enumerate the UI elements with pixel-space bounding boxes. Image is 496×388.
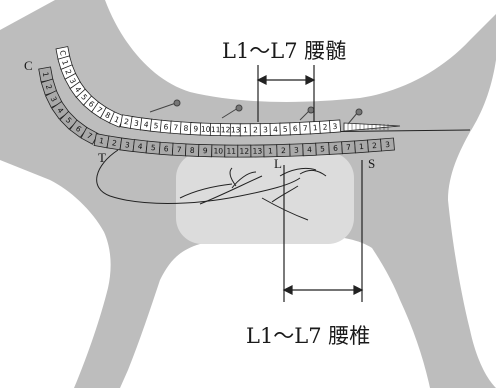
lumbar-label: L	[274, 156, 282, 171]
vertebra-T-4: 4	[133, 140, 147, 153]
cord-segment-T-13: 13	[230, 124, 241, 136]
vertebra-number: 7	[346, 143, 352, 152]
cord-segment-number: 11	[211, 125, 221, 134]
vertebra-T-10: 10	[212, 145, 225, 157]
vertebra-T-7: 7	[172, 143, 186, 156]
vertebra-S-2: 2	[368, 139, 382, 152]
cord-segment-L-3: 3	[260, 123, 271, 135]
vertebra-number: 5	[320, 144, 325, 153]
cord-segment-number: 3	[263, 125, 268, 134]
cord-segment-number: 13	[231, 125, 241, 134]
vertebra-L-5: 5	[316, 142, 330, 155]
cord-segment-T-12: 12	[220, 124, 231, 136]
vertebra-L-2: 2	[277, 144, 290, 156]
cord-segment-number: 4	[273, 125, 278, 134]
vertebra-number: 2	[281, 146, 286, 155]
cord-segment-T-7: 7	[170, 121, 181, 134]
vertebra-T-8: 8	[185, 144, 198, 157]
vertebra-L-7: 7	[342, 141, 356, 154]
vertebra-T-9: 9	[199, 144, 212, 156]
vertebra-number: 13	[253, 147, 263, 156]
vertebra-number: 9	[203, 146, 208, 155]
vertebra-L-3: 3	[290, 144, 303, 156]
vertebra-T-3: 3	[120, 138, 134, 152]
cord-segment-number: 9	[193, 124, 198, 133]
cord-segment-T-11: 11	[210, 123, 221, 135]
vertebra-T-1: 1	[94, 134, 109, 148]
organ-region	[176, 152, 354, 244]
cord-segment-number: 2	[253, 125, 258, 134]
vertebra-T-11: 11	[225, 145, 238, 157]
vertebra-number: 12	[240, 147, 250, 156]
cord-segment-number: 7	[303, 124, 308, 133]
thoracic-label: T	[98, 150, 106, 165]
vertebra-number: 10	[213, 146, 223, 155]
cord-segment-number: 5	[283, 125, 288, 134]
cord-segment-S-3: 3	[329, 120, 340, 133]
cord-segment-number: 12	[221, 125, 231, 134]
sacral-label: S	[368, 156, 375, 171]
vertebra-number: 1	[268, 146, 273, 155]
vertebra-range-label: L1～L7 腰椎	[246, 324, 370, 348]
vertebra-number: 2	[372, 141, 378, 150]
vertebra-number: 6	[333, 144, 339, 153]
cord-segment-L-5: 5	[280, 123, 291, 135]
vertebra-S-3: 3	[381, 138, 395, 151]
vertebra-S-1: 1	[355, 140, 369, 153]
cord-segment-number: 1	[243, 125, 248, 134]
cord-segment-L-1: 1	[240, 124, 251, 136]
cord-segment-S-1: 1	[310, 121, 321, 134]
vertebra-T-2: 2	[107, 136, 122, 150]
vertebra-number: 7	[177, 145, 183, 154]
cord-segment-L-4: 4	[270, 123, 281, 135]
cord-segment-L-2: 2	[250, 124, 261, 136]
cord-segment-number: 1	[313, 123, 319, 132]
vertebra-L-4: 4	[303, 143, 317, 156]
cord-segment-L-7: 7	[300, 122, 311, 134]
cord-segment-number: 10	[201, 125, 211, 134]
cord-segment-T-9: 9	[190, 123, 201, 135]
vertebra-number: 6	[163, 144, 169, 153]
cord-segment-number: 2	[322, 122, 328, 131]
vertebra-L-6: 6	[329, 142, 343, 155]
vertebra-number: 11	[227, 147, 237, 156]
cord-segment-T-10: 10	[200, 123, 211, 135]
cord-segment-number: 3	[332, 122, 338, 131]
cord-segment-number: 8	[183, 124, 189, 133]
cord-segment-S-2: 2	[319, 121, 330, 134]
cord-segment-number: 7	[173, 123, 179, 132]
vertebra-number: 1	[359, 142, 365, 151]
vertebra-T-5: 5	[146, 141, 160, 154]
vertebra-number: 3	[385, 140, 391, 149]
cord-segment-number: 6	[293, 124, 298, 133]
cord-segment-L-6: 6	[290, 122, 301, 134]
vertebra-T-6: 6	[159, 142, 173, 155]
cord-segment-T-8: 8	[180, 122, 191, 135]
vertebra-number: 4	[307, 145, 312, 154]
vertebra-number: 3	[294, 146, 299, 155]
vertebra-T-12: 12	[238, 145, 251, 157]
cord-range-label: L1～L7 腰髄	[222, 39, 346, 63]
vertebra-number: 8	[190, 146, 195, 155]
cervical-label: C	[24, 58, 33, 73]
vertebra-T-13: 13	[251, 145, 264, 157]
